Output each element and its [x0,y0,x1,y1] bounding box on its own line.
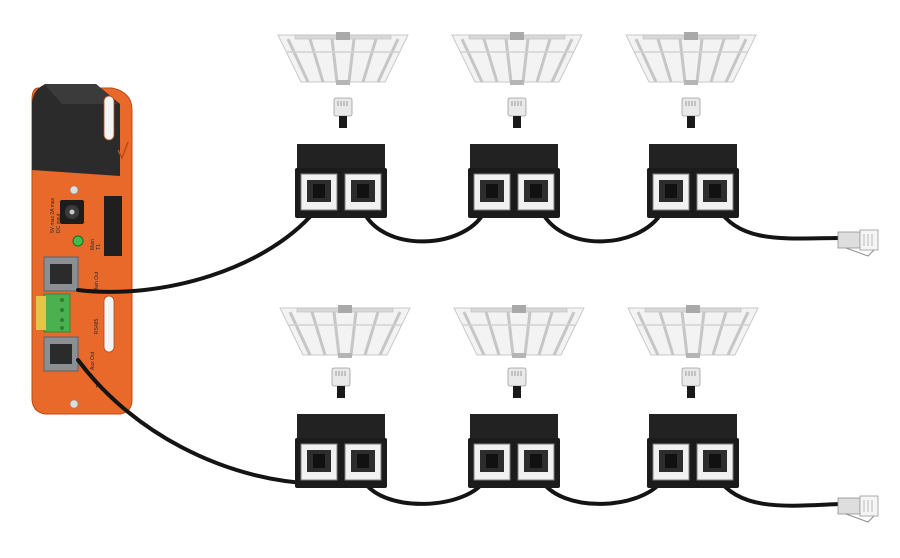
cable [360,206,488,244]
rj45-plug-icon [507,367,527,399]
rj45-splitter-icon [294,413,388,489]
rs485-label: RS485 [94,318,100,334]
rj45-plug-icon [331,367,351,399]
led-bar-light-fixture-icon [278,303,412,360]
screw-icon [69,185,79,195]
led-bar-light-fixture-icon [450,30,584,87]
screw-icon [69,399,79,409]
status-led-icon [72,235,84,247]
led-bar-light-fixture-icon [624,30,758,87]
rj45-plug-icon [681,367,701,399]
rj45-plug-icon [333,97,353,129]
rj45-splitter-icon [646,413,740,489]
cable [716,206,842,241]
t1-label: T1 [96,244,102,250]
rj45-splitter-icon [294,143,388,219]
led-bar-light-fixture-icon [452,303,586,360]
rj45-terminator-plug-icon [837,229,879,257]
rj45-splitter-icon [646,143,740,219]
rj45-plug-icon [507,97,527,129]
cable [76,203,322,294]
rj45-plug-icon [681,97,701,129]
main-out-label: Main Out [94,271,100,292]
dc-spec-label: 5V max 2A max [50,197,56,233]
dc-input-label: DC input [56,213,62,233]
rj45-terminator-plug-icon [837,495,879,523]
cable [538,206,666,244]
aux-out-label: Aux Out [90,351,96,370]
upper-row [276,30,879,257]
main-label: Main [90,239,96,250]
rj45-splitter-icon [467,143,561,219]
rj45-splitter-icon [467,413,561,489]
cable [76,358,320,486]
rs485-terminal-block [43,293,71,333]
led-bar-light-fixture-icon [626,303,760,360]
controller-device: DC input 5V max 2A max Main T1 Main Out … [31,84,133,415]
led-bar-light-fixture-icon [276,30,410,87]
